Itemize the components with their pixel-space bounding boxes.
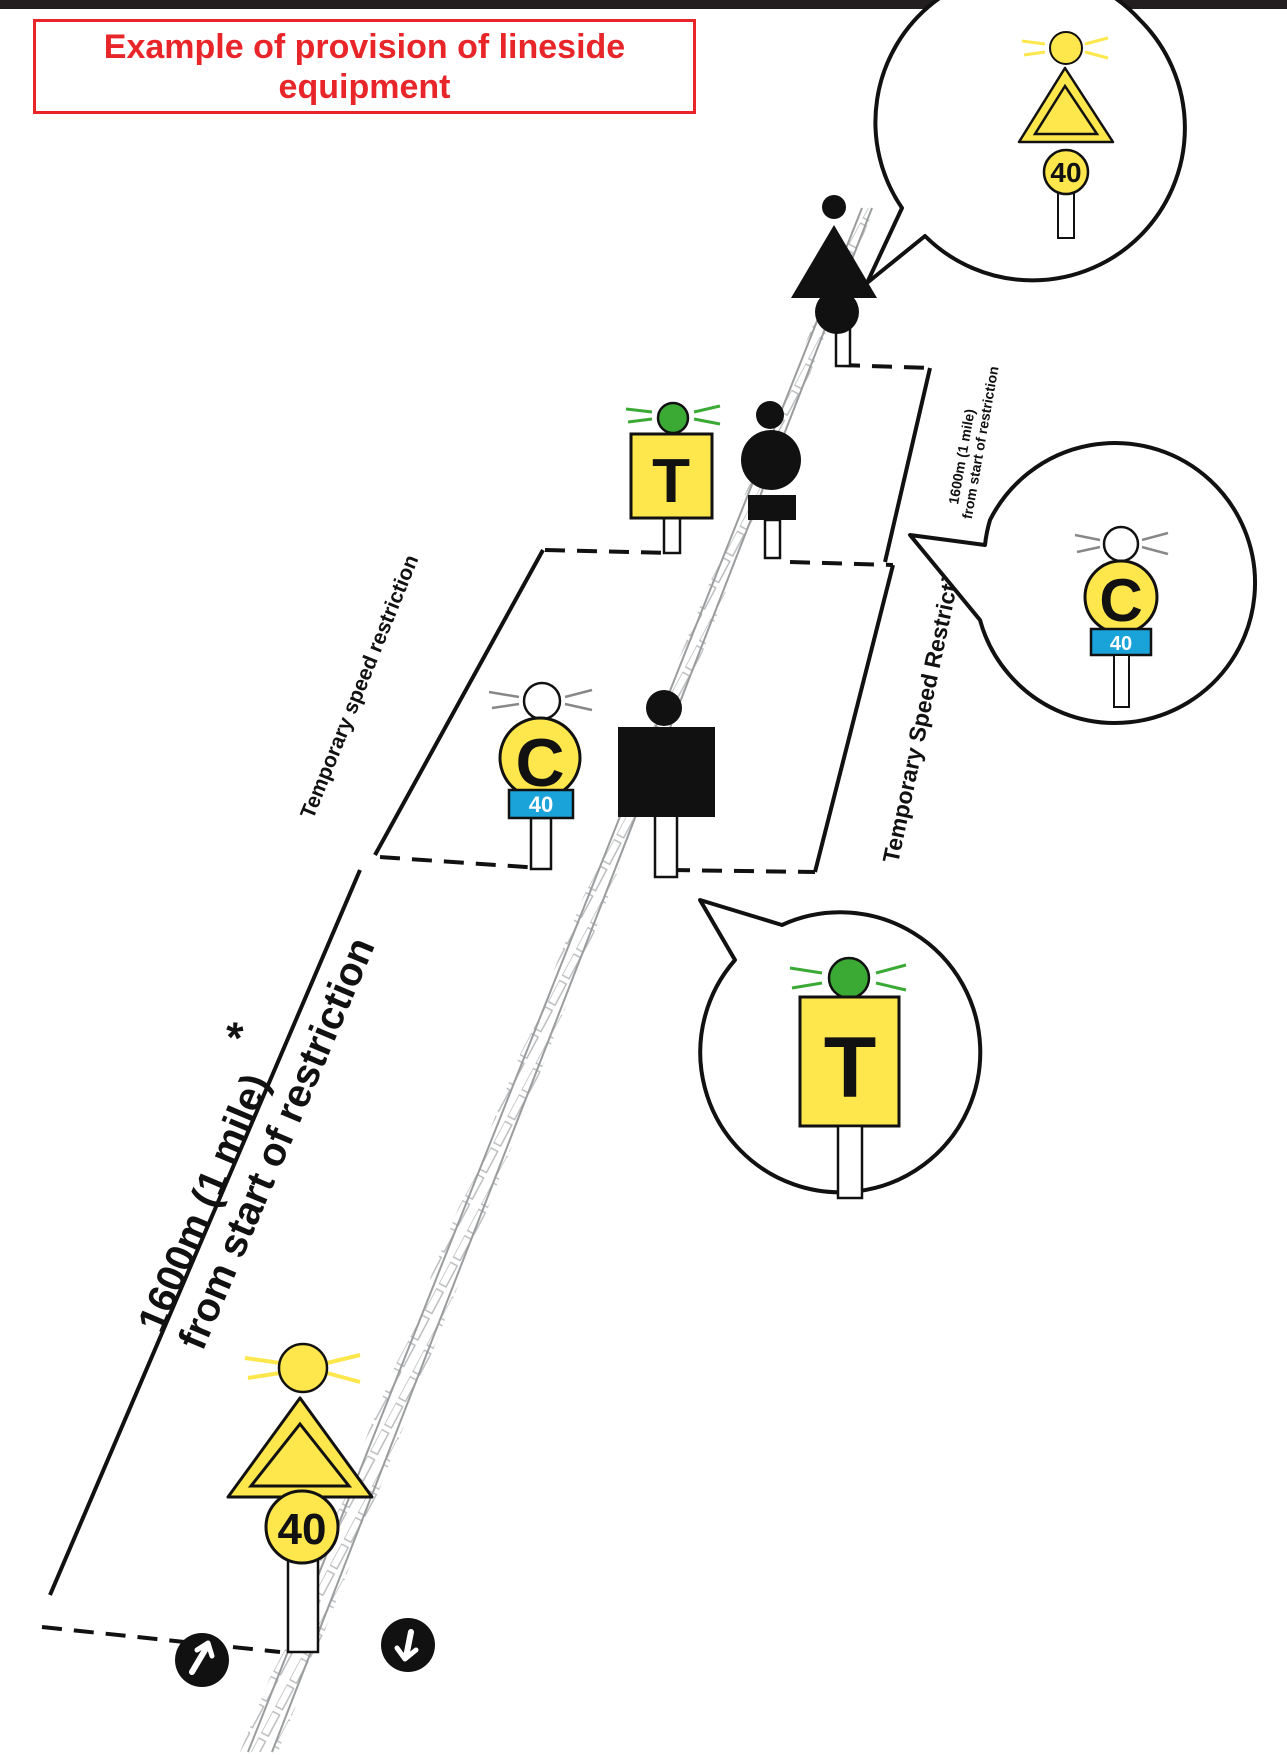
termination-board-small: T xyxy=(625,401,721,555)
distance-label-opposite: 1600m (1 mile) from start of restriction xyxy=(945,365,1001,520)
distance-main-line2: from start of restriction xyxy=(170,931,383,1355)
warning-speed-large: 40 xyxy=(278,1505,327,1554)
opp-bracket-dash-top xyxy=(839,363,931,370)
warning-board-rear xyxy=(791,195,877,368)
distance-main-asterisk: * xyxy=(216,1015,268,1051)
commencement-board-rear xyxy=(741,401,801,560)
commencement-speed-small: 40 xyxy=(529,792,553,817)
callout-commencement-speed: 40 xyxy=(1110,633,1132,655)
tsr-right-dash-top xyxy=(789,560,894,567)
arrow-down-icon xyxy=(381,1618,435,1672)
commencement-letter-small: C xyxy=(515,725,564,801)
tsr-right-solid xyxy=(813,564,895,873)
diagram-title: Example of provision of lineside equipme… xyxy=(103,27,626,106)
callout-warning-speed: 40 xyxy=(1050,157,1081,188)
termination-letter-small: T xyxy=(652,447,690,516)
callout-termination-letter: T xyxy=(824,1020,877,1116)
distance-bracket-opposite xyxy=(839,363,932,563)
tsr-bracket-right xyxy=(669,560,895,874)
tsr-left-dash-bottom xyxy=(379,855,541,870)
tsr-label-left: Temporary speed restriction xyxy=(296,552,423,822)
tsr-left-dash-top xyxy=(544,548,671,555)
callout-commencement-letter: C xyxy=(1099,567,1142,634)
callout-commencement-board: C 40 xyxy=(908,441,1258,725)
tsr-right-text: Temporary Speed Restriction xyxy=(877,547,969,865)
callout-warning-board: 40 xyxy=(865,0,1187,285)
distance-label-main: 1600m (1 mile) * from start of restricti… xyxy=(130,931,384,1355)
top-bar xyxy=(0,0,1287,9)
track-sleepers xyxy=(240,208,874,1752)
distance-bracket-main xyxy=(41,869,362,1654)
arrow-up-icon xyxy=(175,1633,229,1687)
tsr-left-solid xyxy=(373,549,545,856)
opp-bracket-solid xyxy=(883,367,932,563)
callout-termination-board: T xyxy=(698,898,983,1200)
tsr-bracket-left xyxy=(373,548,671,870)
bracket-dash-bottom xyxy=(41,1625,281,1654)
tsr-label-right: Temporary Speed Restriction xyxy=(877,547,969,865)
diagram-title-box: Example of provision of lineside equipme… xyxy=(33,19,696,114)
bracket-solid-left xyxy=(48,869,362,1596)
termination-board-rear xyxy=(618,690,715,879)
warning-board-large: 40 xyxy=(226,1342,374,1654)
tsr-left-text: Temporary speed restriction xyxy=(296,552,423,822)
commencement-board-small: C 40 xyxy=(488,681,593,871)
tsr-right-dash-bottom xyxy=(669,868,816,874)
